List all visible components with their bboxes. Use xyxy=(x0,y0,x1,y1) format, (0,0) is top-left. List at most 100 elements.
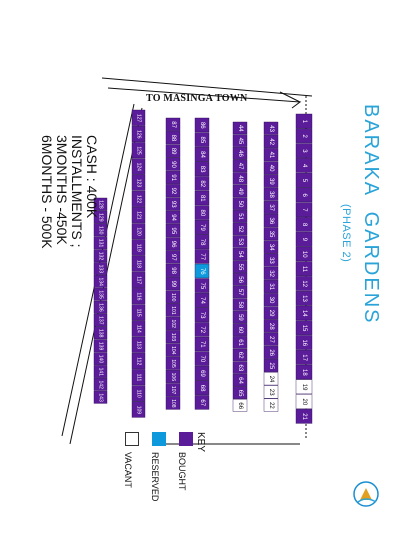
plot-26[interactable] xyxy=(263,345,279,359)
plot-11[interactable] xyxy=(295,261,313,276)
plot-134[interactable] xyxy=(93,275,108,288)
plot-8[interactable] xyxy=(295,217,313,232)
plot-60[interactable] xyxy=(232,323,248,336)
plot-9[interactable] xyxy=(295,231,313,247)
plot-137[interactable] xyxy=(93,313,108,327)
plot-89[interactable] xyxy=(165,144,181,158)
plot-21[interactable] xyxy=(295,409,313,424)
plot-4[interactable] xyxy=(295,158,313,173)
plot-123[interactable] xyxy=(131,174,146,191)
plot-132[interactable] xyxy=(93,249,108,262)
plot-110[interactable] xyxy=(131,385,146,402)
plot-112[interactable] xyxy=(131,352,146,369)
plot-130[interactable] xyxy=(93,223,108,237)
plot-51[interactable] xyxy=(232,210,248,223)
plot-32[interactable] xyxy=(263,266,279,280)
plot-80[interactable] xyxy=(194,205,210,220)
plot-88[interactable] xyxy=(165,131,181,145)
plot-43[interactable] xyxy=(263,121,279,135)
plot-42[interactable] xyxy=(263,134,279,148)
plot-7[interactable] xyxy=(295,202,313,217)
plot-5[interactable] xyxy=(295,172,313,188)
plot-119[interactable] xyxy=(131,239,146,256)
plot-108[interactable] xyxy=(165,396,181,410)
plot-24[interactable] xyxy=(263,372,279,386)
plot-82[interactable] xyxy=(194,176,210,191)
plot-40[interactable] xyxy=(263,161,279,175)
plot-136[interactable] xyxy=(93,300,108,314)
plot-86[interactable] xyxy=(194,117,210,133)
plot-109[interactable] xyxy=(131,401,146,418)
plot-94[interactable] xyxy=(165,210,181,224)
plot-116[interactable] xyxy=(131,288,146,305)
plot-65[interactable] xyxy=(232,386,248,399)
plot-114[interactable] xyxy=(131,320,146,337)
plot-135[interactable] xyxy=(93,287,108,301)
plot-71[interactable] xyxy=(194,336,210,352)
plot-128[interactable] xyxy=(93,197,108,211)
plot-104[interactable] xyxy=(165,343,181,357)
plot-52[interactable] xyxy=(232,222,248,236)
plot-69[interactable] xyxy=(194,366,210,381)
plot-59[interactable] xyxy=(232,310,248,324)
plot-105[interactable] xyxy=(165,356,181,370)
plot-115[interactable] xyxy=(131,304,146,321)
plot-76[interactable] xyxy=(194,263,210,279)
plot-78[interactable] xyxy=(194,234,210,250)
plot-93[interactable] xyxy=(165,197,181,211)
plot-54[interactable] xyxy=(232,247,248,261)
plot-98[interactable] xyxy=(165,263,181,277)
plot-27[interactable] xyxy=(263,332,279,346)
plot-17[interactable] xyxy=(295,349,313,365)
plot-77[interactable] xyxy=(194,249,210,264)
plot-95[interactable] xyxy=(165,223,181,238)
plot-49[interactable] xyxy=(232,184,248,198)
plot-131[interactable] xyxy=(93,236,108,250)
plot-1[interactable] xyxy=(295,113,313,129)
plot-68[interactable] xyxy=(194,380,210,395)
plot-15[interactable] xyxy=(295,320,313,336)
plot-70[interactable] xyxy=(194,351,210,366)
plot-3[interactable] xyxy=(295,143,313,158)
plot-139[interactable] xyxy=(93,339,108,353)
plot-120[interactable] xyxy=(131,223,146,240)
plot-96[interactable] xyxy=(165,237,181,251)
plot-72[interactable] xyxy=(194,322,210,337)
plot-125[interactable] xyxy=(131,142,146,159)
plot-97[interactable] xyxy=(165,250,181,264)
plot-64[interactable] xyxy=(232,373,248,387)
plot-41[interactable] xyxy=(263,148,279,162)
plot-31[interactable] xyxy=(263,279,279,293)
plot-16[interactable] xyxy=(295,335,313,350)
plot-103[interactable] xyxy=(165,330,181,344)
plot-129[interactable] xyxy=(93,210,108,224)
plot-46[interactable] xyxy=(232,147,248,160)
plot-53[interactable] xyxy=(232,235,248,248)
plot-57[interactable] xyxy=(232,285,248,299)
plot-28[interactable] xyxy=(263,319,279,333)
plot-38[interactable] xyxy=(263,187,279,201)
plot-92[interactable] xyxy=(165,184,181,198)
plot-50[interactable] xyxy=(232,197,248,210)
plot-30[interactable] xyxy=(263,293,279,307)
plot-87[interactable] xyxy=(165,117,181,131)
plot-101[interactable] xyxy=(165,303,181,317)
plot-36[interactable] xyxy=(263,214,279,228)
plot-22[interactable] xyxy=(263,398,279,412)
plot-63[interactable] xyxy=(232,361,248,374)
plot-37[interactable] xyxy=(263,200,279,214)
plot-55[interactable] xyxy=(232,260,248,273)
plot-75[interactable] xyxy=(194,278,210,293)
plot-45[interactable] xyxy=(232,134,248,147)
plot-66[interactable] xyxy=(232,399,248,412)
plot-121[interactable] xyxy=(131,207,146,224)
plot-48[interactable] xyxy=(232,172,248,185)
plot-6[interactable] xyxy=(295,187,313,203)
plot-90[interactable] xyxy=(165,157,181,171)
plot-118[interactable] xyxy=(131,255,146,272)
plot-100[interactable] xyxy=(165,290,181,304)
plot-73[interactable] xyxy=(194,307,210,322)
plot-81[interactable] xyxy=(194,190,210,206)
plot-18[interactable] xyxy=(295,364,313,380)
plot-85[interactable] xyxy=(194,132,210,147)
